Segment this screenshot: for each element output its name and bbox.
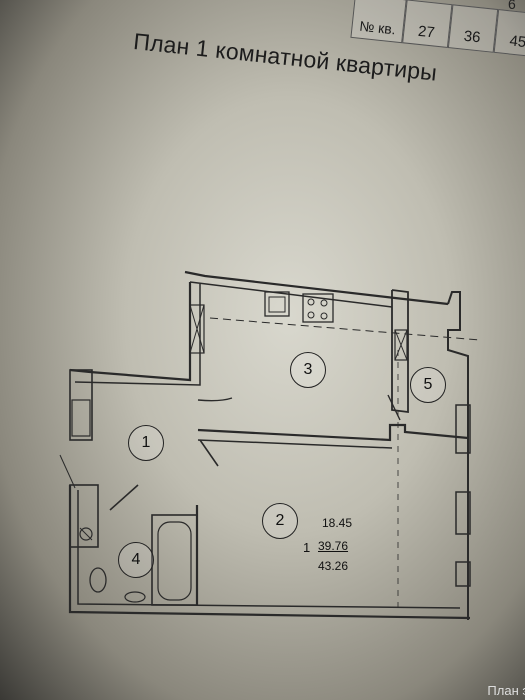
top-cell-number: 6 bbox=[508, 0, 516, 12]
room-number-5: 5 bbox=[410, 367, 446, 403]
room-number-2: 2 bbox=[262, 503, 298, 539]
living-area-value: 18.45 bbox=[322, 516, 353, 530]
footer-text: План э bbox=[487, 683, 525, 698]
total-area-value: 43.26 bbox=[318, 559, 349, 573]
room-number-4: 4 bbox=[118, 542, 154, 578]
total-living-area-value: 39.76 bbox=[318, 539, 349, 553]
room-number-1: 1 bbox=[128, 425, 164, 461]
area-prefix: 1 bbox=[303, 540, 311, 555]
room-number-3: 3 bbox=[290, 352, 326, 388]
